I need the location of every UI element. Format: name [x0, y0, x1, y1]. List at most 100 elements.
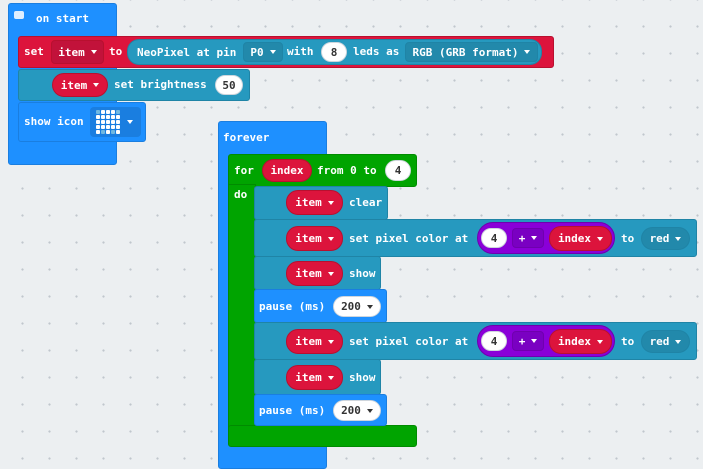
for-to-value: 4 [394, 164, 402, 177]
color-dropdown[interactable]: red [641, 330, 690, 353]
leds-count-value: 8 [330, 45, 338, 59]
led-cell [96, 130, 100, 134]
chevron-down-icon [90, 50, 97, 54]
brightness-input[interactable]: 50 [215, 75, 243, 95]
color-value: red [649, 232, 670, 245]
color-dropdown[interactable]: red [641, 227, 690, 250]
to-keyword: to [109, 45, 123, 58]
chevron-down-icon [327, 375, 334, 380]
chevron-down-icon [327, 271, 334, 276]
number-input[interactable]: 4 [481, 331, 507, 351]
pause-value: 200 [341, 300, 361, 313]
show-label: show [349, 371, 376, 384]
set-brightness-label: set brightness [114, 78, 207, 91]
strip-variable-item[interactable]: item [286, 329, 343, 354]
leds-count-input[interactable]: 8 [321, 42, 347, 62]
to-keyword: to [621, 335, 635, 348]
format-dropdown[interactable]: RGB (GRB format) [405, 42, 538, 62]
forever-title: forever [223, 131, 270, 144]
pause-label: pause (ms) [259, 404, 326, 417]
chevron-down-icon [327, 339, 334, 344]
chevron-down-icon [269, 50, 276, 54]
led-icon-preview [96, 110, 120, 134]
led-cell [111, 115, 115, 119]
led-cell [101, 125, 105, 129]
for-loop-bottom [228, 425, 417, 447]
chevron-down-icon [531, 339, 538, 343]
icon-picker[interactable] [90, 107, 141, 137]
strip-variable-item[interactable]: item [52, 73, 108, 97]
led-cell [106, 110, 110, 114]
chevron-down-icon [524, 50, 531, 54]
number-value: 4 [490, 231, 498, 245]
do-keyword: do [234, 188, 248, 201]
variable-name: item [295, 232, 322, 245]
chevron-down-icon [675, 236, 682, 241]
led-cell [96, 120, 100, 124]
led-cell [116, 125, 120, 129]
variable-name: item [60, 78, 88, 92]
index-label: index [270, 164, 304, 177]
index-label: index [557, 335, 592, 348]
comment-icon[interactable] [14, 11, 24, 19]
led-cell [106, 130, 110, 134]
set-keyword: set [24, 45, 44, 58]
pause-label: pause (ms) [259, 300, 326, 313]
pin-value: P0 [250, 45, 264, 59]
pause-dropdown[interactable]: 200 [333, 296, 381, 317]
strip-variable-item[interactable]: item [286, 261, 343, 286]
strip-variable-item[interactable]: item [286, 190, 343, 215]
led-cell [96, 125, 100, 129]
operator-dropdown[interactable]: + [512, 331, 544, 351]
led-cell [101, 120, 105, 124]
chevron-down-icon [93, 83, 100, 87]
for-to-input[interactable]: 4 [385, 160, 411, 181]
with-keyword: with [287, 45, 314, 58]
led-cell [106, 125, 110, 129]
index-variable[interactable]: index [549, 329, 612, 354]
led-cell [106, 120, 110, 124]
chevron-down-icon [327, 236, 334, 241]
index-variable[interactable]: index [262, 159, 312, 182]
led-cell [101, 115, 105, 119]
chevron-down-icon [675, 339, 682, 344]
chevron-down-icon [597, 236, 604, 241]
led-cell [116, 115, 120, 119]
led-cell [111, 125, 115, 129]
show-icon-label: show icon [24, 115, 84, 128]
number-value: 4 [490, 334, 498, 348]
from-to-label: from 0 to [317, 164, 377, 177]
strip-variable-item[interactable]: item [286, 365, 343, 390]
clear-label: clear [349, 196, 383, 209]
led-cell [101, 130, 105, 134]
chevron-down-icon [597, 339, 604, 344]
variable-dropdown-item[interactable]: item [51, 40, 104, 64]
chevron-down-icon [127, 120, 133, 124]
for-loop-spine [228, 184, 256, 429]
led-cell [96, 115, 100, 119]
led-cell [106, 115, 110, 119]
operator-dropdown[interactable]: + [512, 228, 544, 248]
led-cell [116, 120, 120, 124]
led-cell [111, 110, 115, 114]
led-cell [101, 110, 105, 114]
operator-value: + [518, 231, 526, 245]
chevron-down-icon [531, 236, 538, 240]
led-cell [96, 110, 100, 114]
for-keyword: for [234, 164, 254, 177]
chevron-down-icon [327, 200, 334, 205]
pause-dropdown[interactable]: 200 [333, 400, 381, 421]
variable-name: item [58, 45, 85, 59]
strip-variable-item[interactable]: item [286, 226, 343, 251]
on-start-title: on start [36, 12, 89, 25]
index-variable[interactable]: index [549, 226, 612, 251]
leds-as-label: leds as [353, 45, 400, 58]
color-value: red [649, 335, 670, 348]
chevron-down-icon [366, 408, 373, 413]
neopixel-label: NeoPixel at pin [137, 45, 237, 59]
number-input[interactable]: 4 [481, 228, 507, 248]
pin-dropdown[interactable]: P0 [243, 42, 283, 62]
led-cell [111, 120, 115, 124]
operator-value: + [518, 334, 526, 348]
pause-value: 200 [341, 404, 361, 417]
